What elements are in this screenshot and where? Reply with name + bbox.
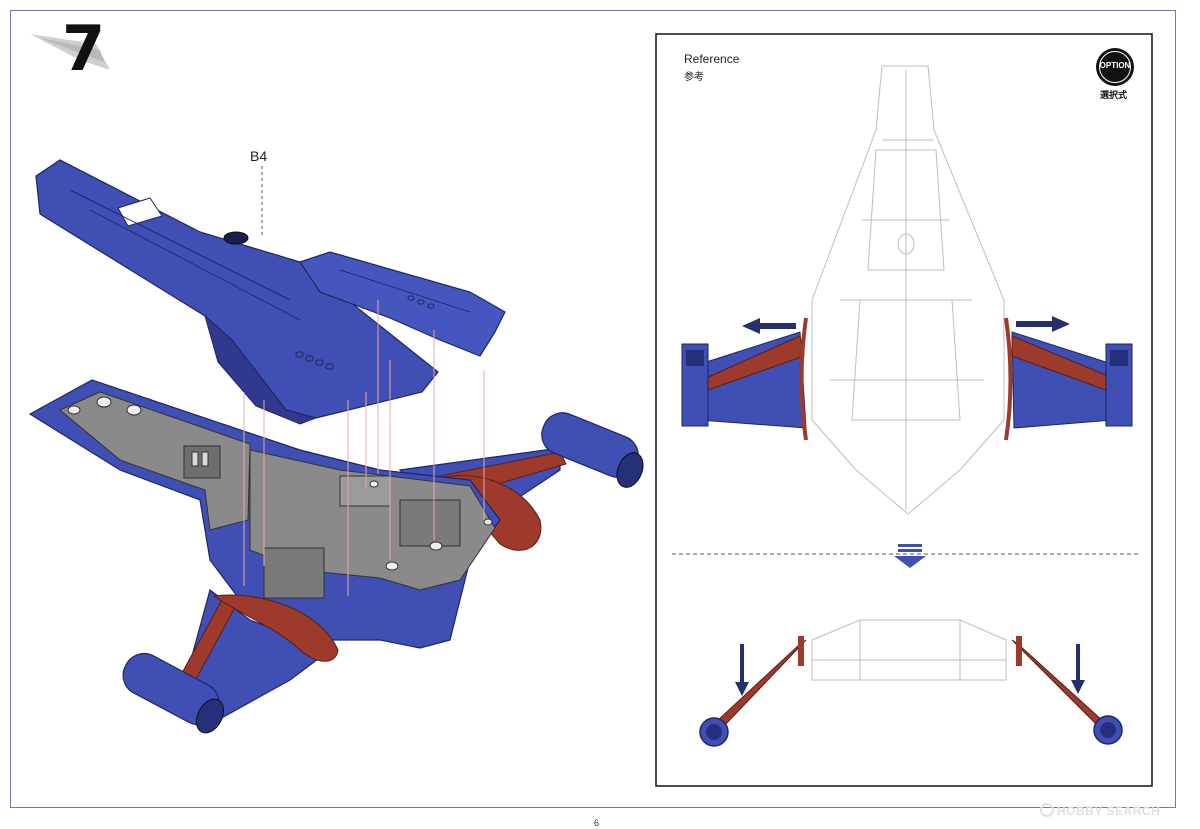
- page-frame: [10, 10, 1176, 808]
- assembly-guide-lines: [243, 300, 485, 596]
- arrow-right-icon: [1016, 316, 1070, 332]
- step-down-arrow-icon: [894, 544, 926, 568]
- step-number: 7: [62, 12, 105, 85]
- arrow-down-icon: [735, 644, 749, 696]
- watermark: HOBBY SEARCH: [1040, 803, 1160, 818]
- reference-subtitle: 参考: [684, 72, 704, 83]
- reference-front-view: [699, 619, 1123, 747]
- option-badge-ring: [1099, 51, 1131, 83]
- reference-top-view-hull: [811, 65, 1005, 515]
- upper-hull-part-b4: [35, 159, 506, 425]
- wing-lower-arrows: [735, 644, 1085, 696]
- arrow-down-icon: [1071, 644, 1085, 694]
- part-label: B4: [250, 148, 268, 164]
- page-number: 6: [594, 818, 600, 828]
- option-circle-icon: OPTION: [1096, 48, 1134, 86]
- arrow-left-icon: [742, 318, 796, 334]
- reference-left-wing: [681, 317, 808, 441]
- watermark-text: HOBBY SEARCH: [1057, 804, 1161, 818]
- option-sublabel: 選択式: [1100, 90, 1128, 100]
- wing-extend-arrows: [742, 316, 1070, 334]
- option-label: OPTION: [1099, 61, 1131, 70]
- reference-title: Reference: [684, 52, 740, 66]
- reference-right-wing: [1004, 317, 1133, 441]
- speed-streak-icon: [30, 34, 110, 70]
- watermark-logo-icon: [1040, 803, 1054, 817]
- lower-hull-assembly: [28, 379, 644, 734]
